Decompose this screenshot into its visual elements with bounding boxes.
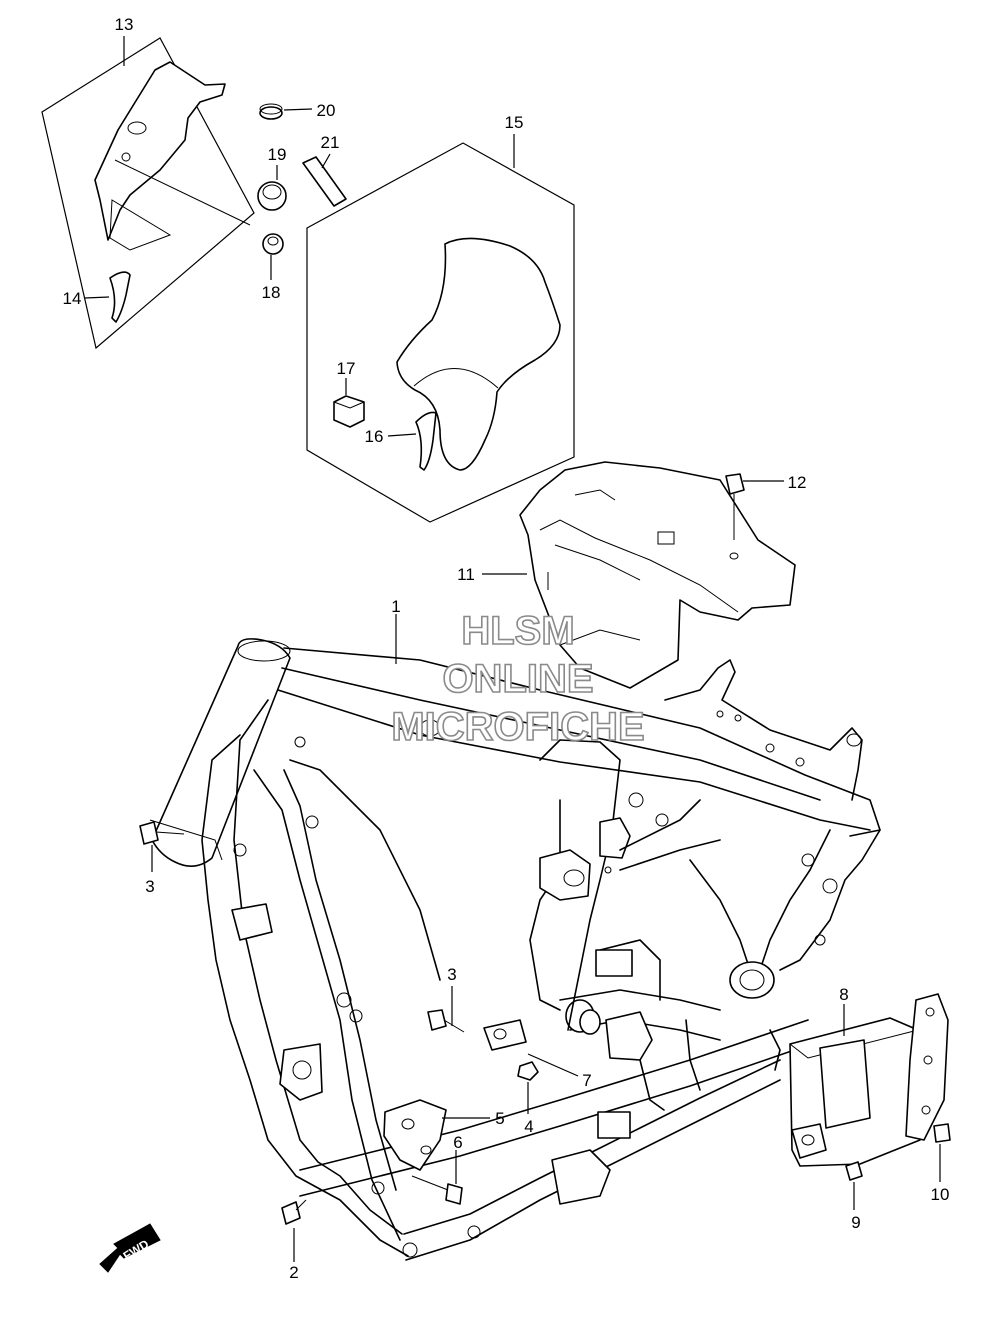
- bolt-part-3b[interactable]: [427, 1009, 465, 1033]
- callout-3b: 3: [447, 965, 456, 984]
- callout-4: 4: [524, 1117, 533, 1136]
- callout-20: 20: [317, 101, 336, 120]
- bolt-part-2[interactable]: [281, 1199, 307, 1225]
- callout-16: 16: [365, 427, 384, 446]
- callout-18: 18: [262, 283, 281, 302]
- watermark-line-3: MICROFICHE: [391, 705, 644, 749]
- callout-1: 1: [391, 597, 400, 616]
- callout-14: 14: [63, 289, 82, 308]
- callout-5: 5: [495, 1109, 504, 1128]
- battery-holder-part-11[interactable]: [519, 461, 796, 689]
- callout-6: 6: [453, 1133, 462, 1152]
- pad-part-17[interactable]: [333, 395, 365, 428]
- callout-10: 10: [931, 1185, 950, 1204]
- kit-box-15: [306, 142, 575, 523]
- plate-part-5[interactable]: [383, 1099, 447, 1171]
- callout-2: 2: [289, 1263, 298, 1282]
- frame-part-1[interactable]: [149, 638, 881, 1261]
- callout-8: 8: [839, 985, 848, 1004]
- callout-17: 17: [337, 359, 356, 378]
- callout-21: 21: [321, 133, 340, 152]
- watermark-line-2: ONLINE: [442, 657, 593, 701]
- callout-11: 11: [457, 565, 475, 584]
- callout-7: 7: [582, 1071, 591, 1090]
- nut-part-4[interactable]: [517, 1061, 539, 1081]
- bolt-part-3a[interactable]: [139, 821, 185, 845]
- bolt-part-12[interactable]: [725, 473, 745, 560]
- bolt-part-6[interactable]: [411, 1175, 463, 1205]
- emblem-part-14[interactable]: [109, 271, 131, 323]
- bolt-part-9[interactable]: [845, 1161, 863, 1181]
- bracket-part-8[interactable]: [789, 993, 949, 1167]
- bracket-part-7[interactable]: [483, 1019, 527, 1051]
- fwd-arrow-icon: FWD: [99, 1223, 161, 1273]
- emblem-part-16[interactable]: [415, 411, 437, 471]
- tube-part-21[interactable]: [302, 156, 347, 207]
- callout-9: 9: [851, 1213, 860, 1232]
- grommet-part-19[interactable]: [257, 181, 287, 211]
- watermark: HLSM ONLINE MICROFICHE: [391, 608, 646, 750]
- callout-19: 19: [268, 145, 287, 164]
- callout-13: 13: [115, 15, 134, 34]
- callout-12: 12: [788, 473, 807, 492]
- side-cover-part[interactable]: [94, 61, 251, 251]
- cushion-part-20[interactable]: [259, 103, 283, 120]
- watermark-line-1: HLSM: [461, 609, 574, 653]
- seat-part[interactable]: [396, 237, 561, 471]
- grommet-part-18[interactable]: [262, 233, 284, 255]
- kit-box-13: [41, 37, 255, 350]
- bolt-part-10[interactable]: [933, 1123, 951, 1143]
- callout-3a: 3: [145, 877, 154, 896]
- callout-15: 15: [505, 113, 524, 132]
